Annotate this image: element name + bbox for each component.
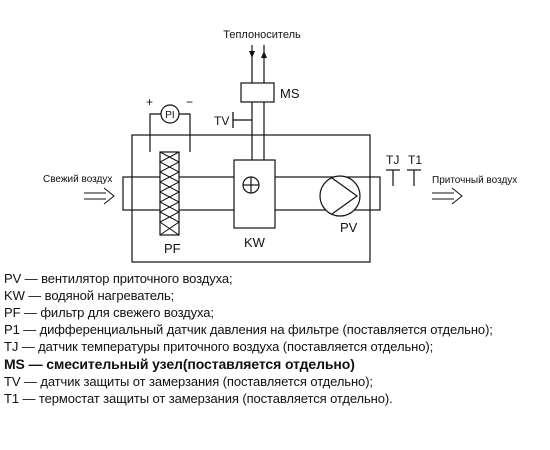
supply-air-arrow <box>432 187 463 205</box>
legend: PV — вентилятор приточного воздуха; KW — … <box>4 270 544 407</box>
pv-fan-symbol <box>331 177 359 215</box>
tj-sensor <box>386 169 400 186</box>
ms-mixing-unit <box>240 82 275 103</box>
pi-minus-label: − <box>186 95 193 109</box>
legend-item: TV — датчик защиты от замерзания (постав… <box>4 374 373 389</box>
ms-label: MS <box>280 86 300 101</box>
pf-filter <box>158 151 181 236</box>
supply-air-label: Приточный воздух <box>432 175 517 186</box>
legend-item: P1 — дифференциальный датчик давления на… <box>4 322 493 337</box>
legend-item: KW — водяной нагреватель; <box>4 288 175 303</box>
fresh-air-label: Свежий воздух <box>43 174 112 185</box>
legend-item: PF — фильтр для свежего воздуха; <box>4 305 214 320</box>
unit-housing <box>131 134 371 263</box>
kw-label: KW <box>244 235 266 250</box>
t1-label: T1 <box>408 153 422 167</box>
tv-label: TV <box>214 114 229 128</box>
kw-heater <box>233 159 276 229</box>
pf-label: PF <box>164 241 181 256</box>
coolant-label: Теплоноситель <box>223 29 301 41</box>
kw-heater-symbol <box>242 176 260 194</box>
pi-minus-line <box>179 113 191 152</box>
pi-plus-line <box>149 113 161 152</box>
coolant-flow-arrows <box>249 51 267 58</box>
legend-item: PV — вентилятор приточного воздуха; <box>4 271 233 286</box>
ventilation-schematic: Теплоноситель MS TV PI + − PF KW PV <box>43 29 517 263</box>
legend-item: TJ — датчик температуры приточного возду… <box>4 339 434 354</box>
t1-sensor <box>407 169 421 186</box>
legend-item: T1 — термостат защиты от замерзания (пос… <box>4 391 393 406</box>
pi-plus-label: + <box>146 95 153 109</box>
pv-fan <box>319 175 361 217</box>
fresh-air-arrow <box>84 187 115 205</box>
pi-label: PI <box>165 110 174 121</box>
legend-item: MS — смесительный узел(поставляется отде… <box>4 356 355 372</box>
tj-label: TJ <box>386 153 399 167</box>
pv-label: PV <box>340 220 358 235</box>
